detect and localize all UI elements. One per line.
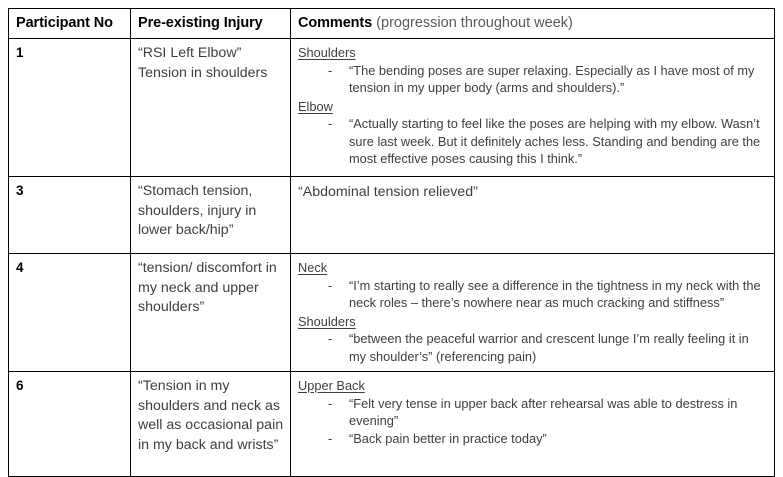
table-body: Participant No Pre-existing Injury Comme… [8,8,775,477]
list-item: -“The bending poses are super relaxing. … [298,62,768,97]
bullet-dash-icon: - [328,277,333,293]
injury-comments-table: Participant No Pre-existing Injury Comme… [8,8,775,477]
bullet-dash-icon: - [328,116,333,131]
list-item: -“Back pain better in practice today” [298,430,768,448]
participant-number: 1 [16,45,24,60]
table-header-row: Participant No Pre-existing Injury Comme… [8,8,775,39]
comment-text: “between the peaceful warrior and cresce… [349,331,749,364]
comment-group-title: Upper Back [298,378,365,393]
participant-number: 6 [16,378,24,393]
cell-comments: Shoulders -“The bending poses are super … [290,38,775,177]
cell-participant-no: 3 [8,176,131,254]
cell-pre-existing-injury: “tension/ discomfort in my neck and uppe… [130,253,291,372]
comment-group-title: Shoulders [298,45,356,60]
cell-pre-existing-injury: “RSI Left Elbow” Tension in shoulders [130,38,291,177]
table-row: 4 “tension/ discomfort in my neck and up… [8,253,775,372]
header-sublabel-comments: (progression throughout week) [372,15,573,31]
header-label-participant-no: Participant No [16,15,113,31]
pre-existing-injury-text: “Tension in my shoulders and neck as wel… [138,378,284,453]
comment-group: Shoulders -“The bending poses are super … [298,44,768,97]
list-item: -“Felt very tense in upper back after re… [298,395,768,430]
participant-number: 3 [16,183,24,198]
cell-comments: “Abdominal tension relieved” [290,176,775,254]
comment-group: Upper Back -“Felt very tense in upper ba… [298,377,768,447]
header-cell-pre-existing-injury: Pre-existing Injury [130,8,291,39]
comment-text: “Actually starting to feel like the pose… [349,116,761,166]
header-label-pre-existing-injury: Pre-existing Injury [138,15,263,31]
comment-bullet-list: - “Actually starting to feel like the pos… [298,115,768,168]
participant-number: 4 [16,260,24,275]
comment-group-title: Neck [298,260,328,275]
comment-bullet-list: -“I’m starting to really see a differenc… [298,277,768,312]
header-sublabel-comments-text: (progression throughout week) [376,15,573,31]
bullet-dash-icon: - [328,395,333,411]
comment-bullet-list: -“Felt very tense in upper back after re… [298,395,768,448]
comment-text: “Abdominal tension relieved” [298,184,478,200]
header-cell-participant-no: Participant No [8,8,131,39]
cell-comments: Upper Back -“Felt very tense in upper ba… [290,371,775,477]
cell-comments: Neck -“I’m starting to really see a diff… [290,253,775,372]
comment-text: “The bending poses are super relaxing. E… [349,62,755,96]
pre-existing-injury-text: “Stomach tension, shoulders, injury in l… [138,183,257,238]
header-label-comments: Comments [298,15,373,31]
comment-text: “I’m starting to really see a difference… [349,277,761,311]
comment-text: “Back pain better in practice today” [349,430,547,446]
list-item: -“I’m starting to really see a differenc… [298,277,768,312]
comment-bullet-list: -“The bending poses are super relaxing. … [298,62,768,97]
comment-text: “Felt very tense in upper back after reh… [349,395,738,429]
cell-pre-existing-injury: “Stomach tension, shoulders, injury in l… [130,176,291,254]
comment-group-title: Shoulders [298,313,356,329]
cell-participant-no: 1 [8,38,131,177]
cell-pre-existing-injury: “Tension in my shoulders and neck as wel… [130,371,291,477]
table-row: 1 “RSI Left Elbow” Tension in shoulders … [8,38,775,177]
pre-existing-injury-text: “tension/ discomfort in my neck and uppe… [138,260,277,315]
bullet-dash-icon: - [328,331,333,346]
comment-group: Neck -“I’m starting to really see a diff… [298,259,768,312]
list-item: - “between the peaceful warrior and cresc… [298,330,768,365]
bullet-dash-icon: - [328,62,333,78]
cell-participant-no: 6 [8,371,131,477]
comment-bullet-list: - “between the peaceful warrior and cresc… [298,330,768,365]
comment-group-title: Elbow [298,98,333,114]
comment-group: Shoulders - “between the peaceful warrior… [298,313,768,366]
table-row: 6 “Tension in my shoulders and neck as w… [8,371,775,477]
list-item: - “Actually starting to feel like the pos… [298,115,768,168]
bullet-dash-icon: - [328,430,333,446]
pre-existing-injury-text: “RSI Left Elbow” Tension in shoulders [138,45,268,81]
cell-participant-no: 4 [8,253,131,372]
comment-group: Elbow - “Actually starting to feel like t… [298,98,768,168]
header-cell-comments: Comments (progression throughout week) [290,8,775,39]
table-row: 3 “Stomach tension, shoulders, injury in… [8,176,775,254]
